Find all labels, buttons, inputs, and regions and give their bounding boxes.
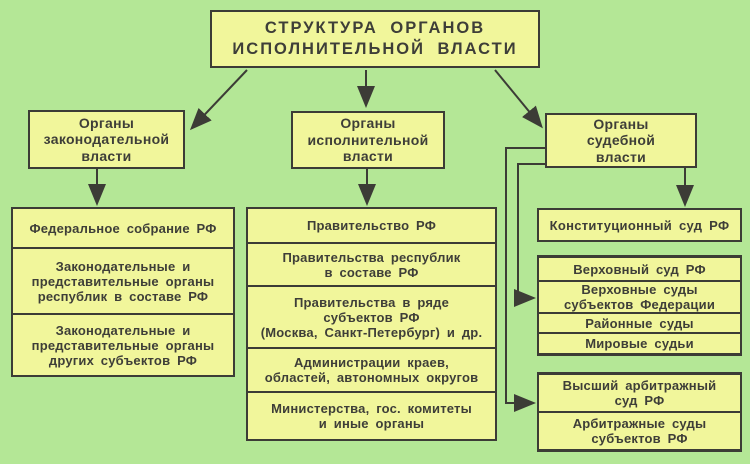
list-item: Арбитражные суды субъектов РФ [539, 411, 740, 449]
header-executive-branch: Органы исполнительной власти [291, 111, 445, 169]
list-item: Районные суды [539, 312, 740, 332]
executive-bodies-list: Правительство РФ Правительства республик… [246, 207, 497, 441]
list-item: Правительства республик в составе РФ [248, 242, 495, 285]
arrow-title-to-judicial [494, 69, 543, 129]
list-item: Правительства в ряде субъектов РФ (Москв… [248, 285, 495, 347]
constitutional-court-box: Конституционный суд РФ [537, 208, 742, 242]
elbow-judicial-to-arbitration-courts [505, 147, 545, 412]
list-item: Законодательные и представительные орган… [13, 247, 233, 313]
list-item: Верховный суд РФ [573, 261, 706, 277]
elbow-judicial-to-general-courts [514, 163, 545, 307]
list-item: Мировые судьи [539, 332, 740, 353]
arrow-title-to-legislative [189, 69, 248, 131]
list-item: Правительство РФ [306, 218, 437, 233]
arbitration-courts-list: Высший арбитражный суд РФ Арбитражные су… [537, 372, 742, 452]
list-item: Федеральное собрание РФ [29, 220, 217, 236]
list-item: Министерства, гос. комитеты и иные орган… [248, 391, 495, 439]
list-item: Верховные суды субъектов Федерации [539, 280, 740, 312]
diagram-title: СТРУКТУРА ОРГАНОВ ИСПОЛНИТЕЛЬНОЙ ВЛАСТИ [210, 10, 540, 68]
list-item: Высший арбитражный суд РФ [562, 378, 717, 408]
list-item: Администрации краев, областей, автономны… [248, 347, 495, 391]
list-item: Законодательные и представительные орган… [13, 313, 233, 375]
legislative-bodies-list: Федеральное собрание РФ Законодательные … [11, 207, 235, 377]
header-judicial-branch: Органы судебной власти [545, 113, 697, 168]
header-legislative-branch: Органы законодательной власти [28, 110, 185, 169]
general-courts-list: Верховный суд РФ Верховные суды субъекто… [537, 255, 742, 356]
